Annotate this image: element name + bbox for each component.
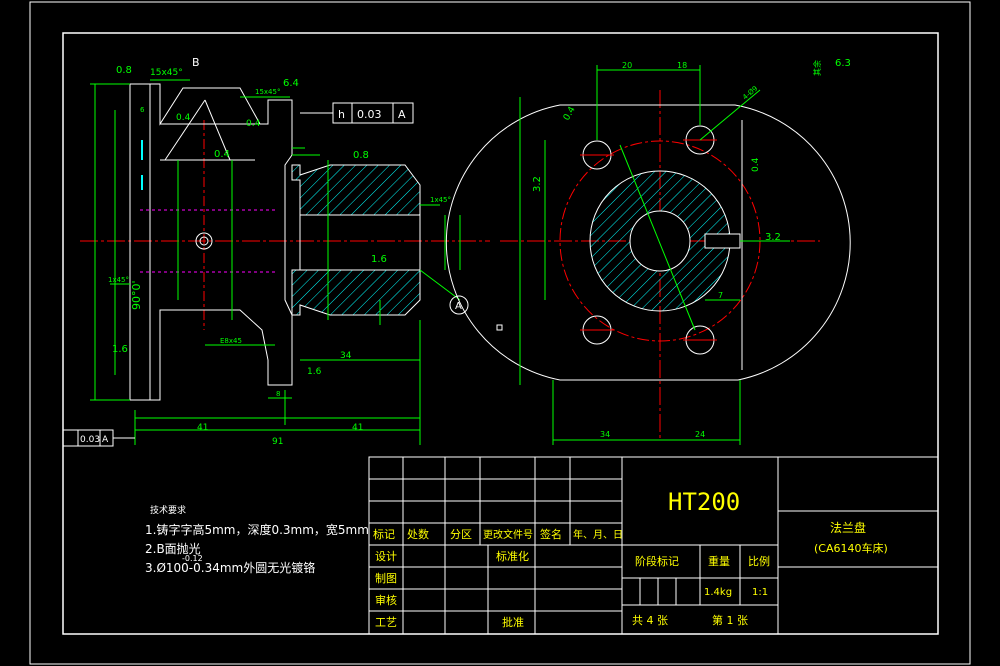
dim-20: 20 bbox=[622, 61, 632, 70]
fcf-value: 0.03 bbox=[357, 108, 382, 121]
leader-holes bbox=[699, 89, 761, 141]
label-b: B bbox=[192, 56, 200, 69]
rough-16c: 1.6 bbox=[307, 367, 322, 377]
tb-part-subtitle: (CA6140车床) bbox=[814, 541, 888, 555]
tb-scale-label: 比例 bbox=[748, 554, 770, 568]
rough-08: 0.8 bbox=[353, 150, 369, 161]
tb-draw: 制图 bbox=[375, 572, 397, 585]
datum-a-label: A bbox=[455, 301, 462, 312]
hub-lower-section bbox=[291, 269, 421, 316]
tb-scale: 1:1 bbox=[752, 587, 768, 598]
runout-value: 0.03 bbox=[80, 435, 100, 445]
central-bore bbox=[629, 210, 691, 272]
leader-a bbox=[419, 269, 461, 301]
tech-requirements: 技术要求 1.铸字字高5mm，深度0.3mm，宽5mm 2.B面抛光 -0.12… bbox=[145, 504, 369, 575]
rough-16b: 1.6 bbox=[112, 344, 128, 355]
tb-approve: 批准 bbox=[502, 615, 524, 629]
tech-line-3-sup: -0.12 bbox=[182, 554, 203, 563]
rev-h-2: 分区 bbox=[450, 528, 472, 541]
groove-line-1 bbox=[164, 99, 206, 161]
dim-8a: 8 bbox=[276, 390, 280, 398]
tb-sheets: 共 4 张 bbox=[632, 614, 668, 627]
rev-h-1: 处数 bbox=[407, 528, 429, 541]
flange-outer bbox=[445, 104, 851, 381]
tb-stage: 阶段标记 bbox=[635, 554, 679, 568]
tech-line-1: 1.铸字字高5mm，深度0.3mm，宽5mm bbox=[145, 522, 369, 537]
rough-rest: 6.3 bbox=[835, 58, 851, 69]
dim-34b: 34 bbox=[600, 430, 610, 439]
rough-04b: 0.4 bbox=[214, 149, 230, 160]
section-view bbox=[80, 79, 490, 445]
groove-line-2 bbox=[204, 99, 231, 161]
fcf-runout: 0.03 A bbox=[62, 429, 135, 447]
dim-7: 7 bbox=[718, 291, 723, 300]
flange-outline bbox=[129, 83, 293, 401]
fcf-flatness: h 0.03 A bbox=[300, 102, 414, 124]
tb-review: 审核 bbox=[375, 593, 397, 607]
end-view bbox=[445, 65, 851, 445]
rough-32b: 3.2 bbox=[765, 232, 781, 243]
rough-32a: 3.2 bbox=[532, 176, 543, 192]
rev-h-5: 年、月、日 bbox=[573, 528, 623, 541]
tb-part-name: 法兰盘 bbox=[830, 520, 866, 535]
fcf-sym: h bbox=[338, 108, 345, 121]
dim-34a: 34 bbox=[340, 351, 352, 361]
rough-04a: 0.4 bbox=[176, 113, 191, 123]
dim-e8: E8x45 bbox=[220, 337, 242, 345]
rough-16a: 1.6 bbox=[371, 254, 387, 265]
small-marker bbox=[496, 324, 503, 331]
tech-line-3: 3.Ø100-0.34mm外圆无光镀铬 bbox=[145, 560, 315, 575]
dim-6: 6 bbox=[140, 106, 145, 114]
dim-18: 18 bbox=[677, 61, 687, 70]
rough-04c: 0.4 bbox=[246, 119, 261, 129]
tb-sheet-no: 第 1 张 bbox=[712, 613, 748, 627]
rough-64: 6.4 bbox=[283, 78, 299, 89]
rev-h-4: 签名 bbox=[540, 527, 562, 541]
fcf-ref: A bbox=[398, 108, 406, 121]
tb-process: 工艺 bbox=[375, 616, 397, 629]
rough-rest-note: 其余 bbox=[812, 60, 822, 76]
tb-weight-label: 重量 bbox=[708, 554, 730, 568]
chamfer-3: 1x45° bbox=[430, 196, 451, 204]
chamfer-1: 15x45° bbox=[150, 68, 183, 78]
diag-leader bbox=[619, 144, 696, 331]
title-block bbox=[368, 456, 939, 635]
rev-h-0: 标记 bbox=[373, 527, 395, 541]
hub-upper-section bbox=[291, 164, 421, 216]
rough-top-left: 0.8 bbox=[116, 65, 132, 76]
chamfer-2: 15x45° bbox=[255, 88, 280, 96]
outer-border bbox=[29, 1, 971, 665]
dim-24: 24 bbox=[695, 430, 705, 439]
rev-h-3: 更改文件号 bbox=[483, 528, 533, 541]
cross-hole bbox=[195, 232, 213, 250]
dim-41b: 41 bbox=[352, 423, 363, 433]
radial-hole bbox=[704, 233, 741, 249]
tech-line-2: 2.B面抛光 bbox=[145, 541, 201, 556]
rough-04d: 0.4 bbox=[562, 105, 578, 123]
rough-04e: 0.4 bbox=[751, 157, 761, 172]
tech-heading: 技术要求 bbox=[150, 504, 186, 516]
tb-standardize: 标准化 bbox=[496, 549, 529, 563]
angle-label: 90°0' bbox=[130, 280, 143, 310]
tb-design: 设计 bbox=[375, 550, 397, 563]
cross-hole-inner bbox=[199, 236, 209, 246]
dim-41a: 41 bbox=[197, 423, 208, 433]
dim-91: 91 bbox=[272, 437, 283, 447]
tb-material: HT200 bbox=[668, 488, 740, 516]
runout-ref: A bbox=[102, 435, 109, 445]
tb-weight: 1.4kg bbox=[704, 587, 732, 598]
datum-a-circle bbox=[449, 295, 469, 315]
chamfer-4: 1x45° bbox=[108, 276, 129, 284]
